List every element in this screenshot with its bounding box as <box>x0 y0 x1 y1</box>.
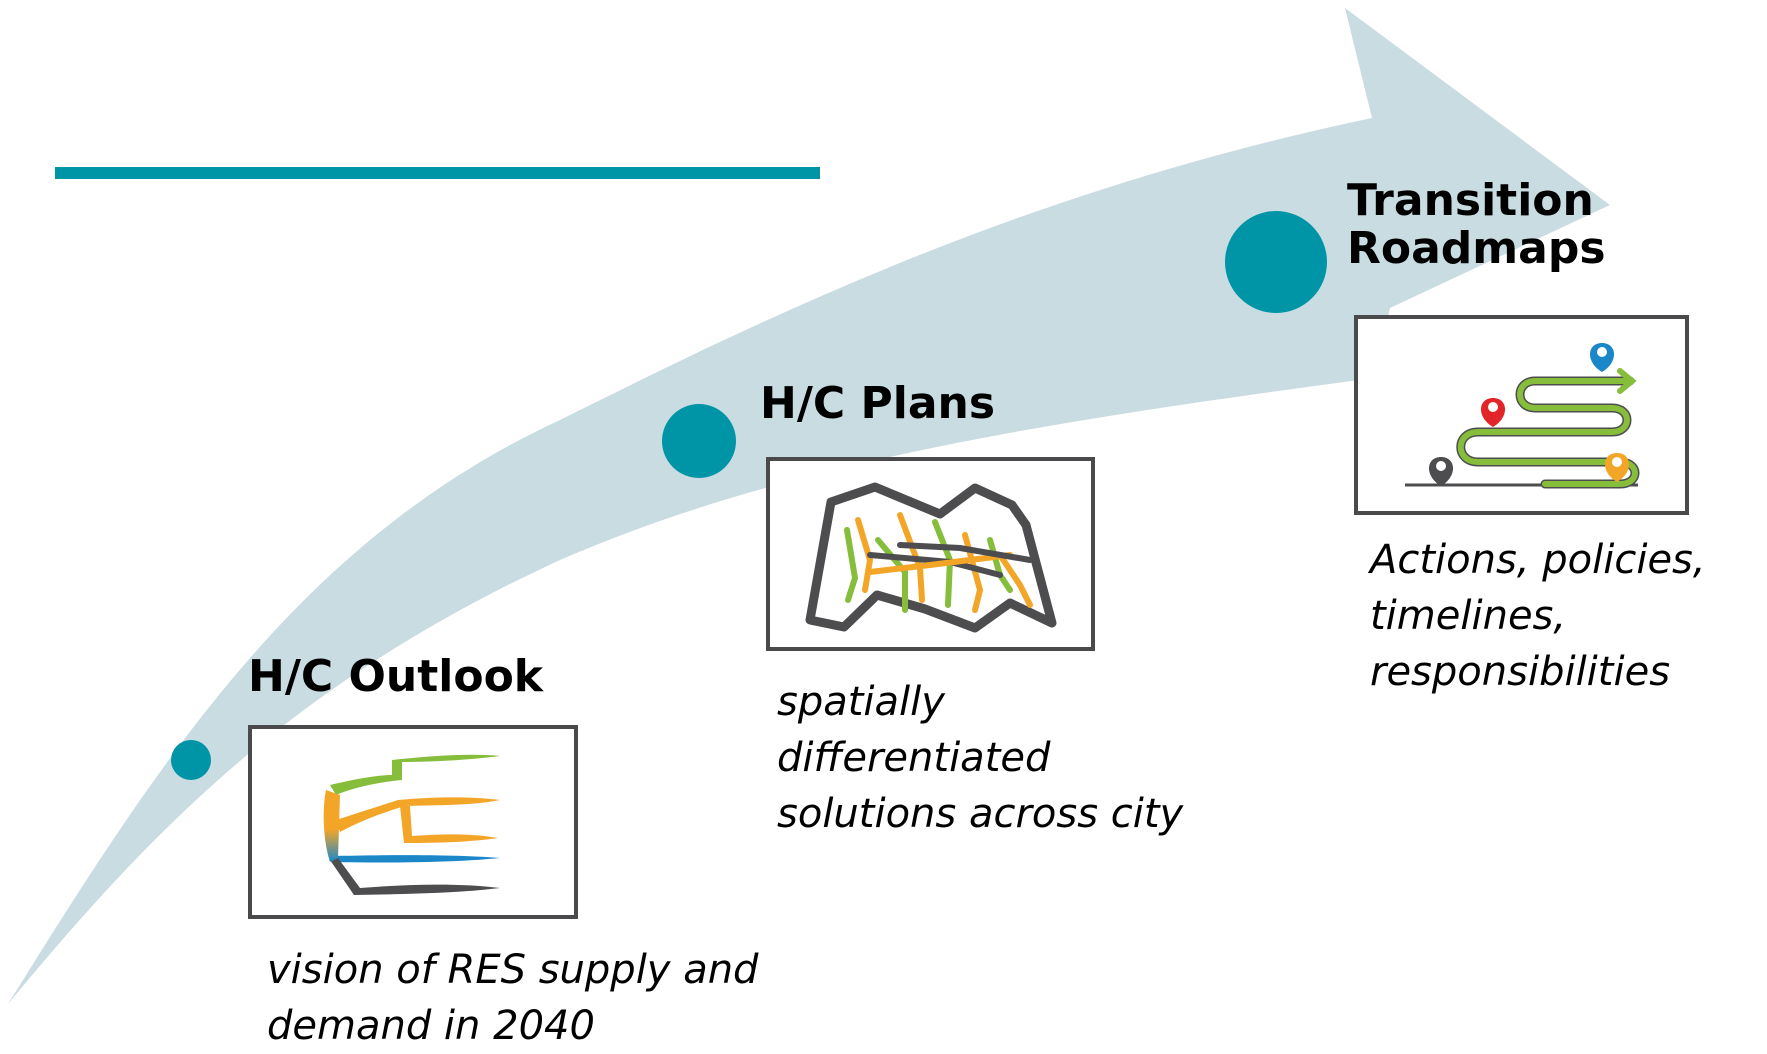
description-line: demand in 2040 <box>267 1003 595 1049</box>
stage-title-line: H/C Outlook <box>248 651 544 702</box>
description-line: timelines, <box>1370 593 1567 639</box>
description-line: vision of RES supply and <box>267 947 759 993</box>
stage-title-line: H/C Plans <box>760 378 996 429</box>
stage-description-outlook: vision of RES supply and demand in 2040 <box>267 942 758 1054</box>
progress-arrow <box>8 8 1610 1004</box>
stage-description-plans: spatially differentiated solutions acros… <box>777 674 1183 842</box>
milestone-dot-roadmaps <box>1225 211 1327 313</box>
stage-title-plans: H/C Plans <box>760 380 995 428</box>
accent-divider <box>55 167 820 179</box>
milestone-dot-outlook <box>171 740 211 780</box>
winding-roadmap-icon <box>1405 343 1640 489</box>
stage-title-line: Roadmaps <box>1347 223 1606 274</box>
stage-title-line: Transition <box>1347 175 1594 226</box>
milestone-dot-plans <box>662 404 736 478</box>
stage-description-roadmaps: Actions, policies, timelines, responsibi… <box>1370 532 1706 700</box>
description-line: solutions across city <box>777 791 1184 837</box>
stage-title-roadmaps: Transition Roadmaps <box>1347 177 1606 273</box>
stage-title-outlook: H/C Outlook <box>248 653 543 701</box>
description-line: Actions, policies, <box>1370 537 1706 583</box>
description-line: differentiated <box>777 735 1051 781</box>
description-line: spatially <box>777 679 945 725</box>
description-line: responsibilities <box>1370 649 1671 695</box>
folded-city-map-icon <box>805 482 1057 633</box>
branching-flows-icon <box>323 754 500 895</box>
